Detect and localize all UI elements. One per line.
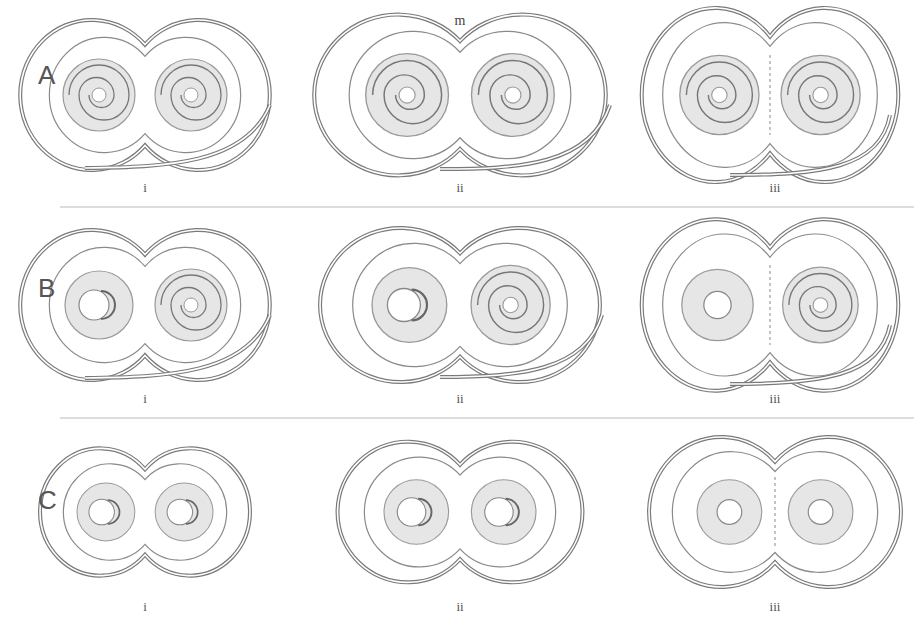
stage-numeral: iii: [770, 392, 781, 405]
row-letter: C: [38, 487, 57, 513]
stage-numeral: ii: [456, 181, 463, 194]
stage-numeral: i: [143, 181, 147, 194]
stage-numeral: iii: [770, 181, 781, 194]
stage-numeral: ii: [456, 600, 463, 613]
row-letter: A: [38, 62, 55, 88]
stage-numeral: i: [143, 392, 147, 405]
stage-numeral: ii: [456, 392, 463, 405]
stage-numeral: i: [143, 600, 147, 613]
marker-letter: m: [455, 14, 466, 28]
row-letter: B: [38, 275, 55, 301]
stage-numeral: iii: [770, 600, 781, 613]
